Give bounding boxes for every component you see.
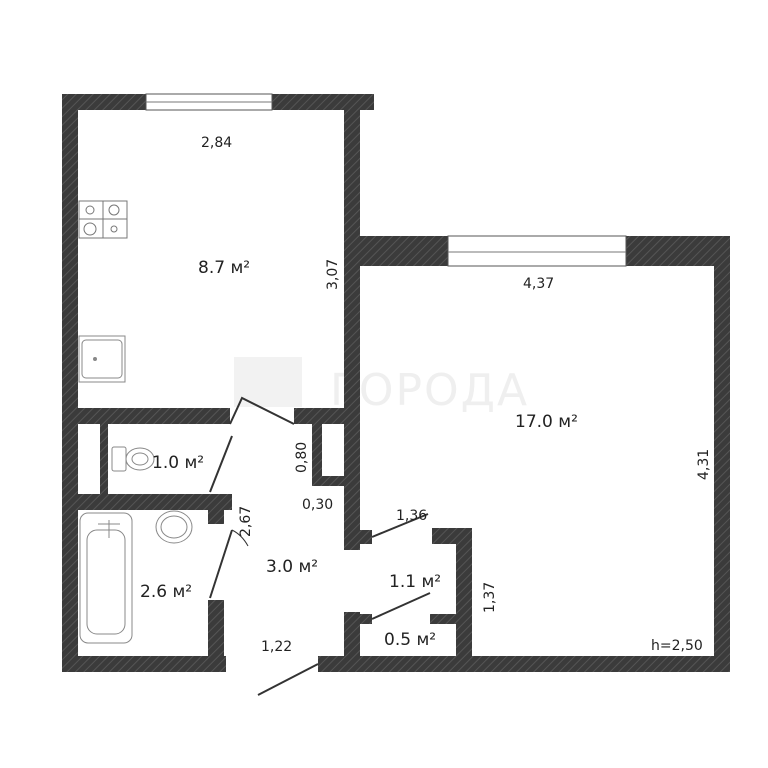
dim-closet-length: 1,37 <box>482 582 498 613</box>
ceiling-height: h=2,50 <box>651 638 703 654</box>
dim-hallway-length: 2,67 <box>238 506 254 537</box>
bathtub-icon <box>79 512 133 644</box>
room-area-kitchen: 8.7 м² <box>198 258 250 278</box>
room-area-toilet: 1.0 м² <box>152 453 204 473</box>
sink-icon <box>78 335 126 383</box>
dim-kitchen-length: 3,07 <box>325 259 341 290</box>
dim-hallway-width: 1,22 <box>261 639 292 655</box>
room-area-storage: 0.5 м² <box>384 630 436 650</box>
room-area-hallway: 3.0 м² <box>266 557 318 577</box>
dim-living-width: 4,37 <box>523 276 554 292</box>
dim-kitchen-width: 2,84 <box>201 135 232 151</box>
room-area-closet: 1.1 м² <box>389 572 441 592</box>
walls <box>62 94 730 672</box>
room-area-bathroom: 2.6 м² <box>140 582 192 602</box>
living-window <box>447 235 627 267</box>
dim-living-length: 4,31 <box>696 449 712 480</box>
kitchen-window <box>145 93 273 111</box>
dim-closet-width: 1,36 <box>396 508 427 524</box>
stove-icon <box>78 200 128 239</box>
toilet-icon <box>111 446 155 472</box>
watermark-text: ГОРОДА <box>330 365 529 416</box>
dim-niche-width: 0,30 <box>302 497 333 513</box>
washbasin-icon <box>155 510 193 544</box>
dim-niche-depth: 0,80 <box>294 442 310 473</box>
doors <box>209 396 431 696</box>
room-area-living: 17.0 м² <box>515 412 578 432</box>
watermark: ГОРОДА <box>234 357 529 416</box>
